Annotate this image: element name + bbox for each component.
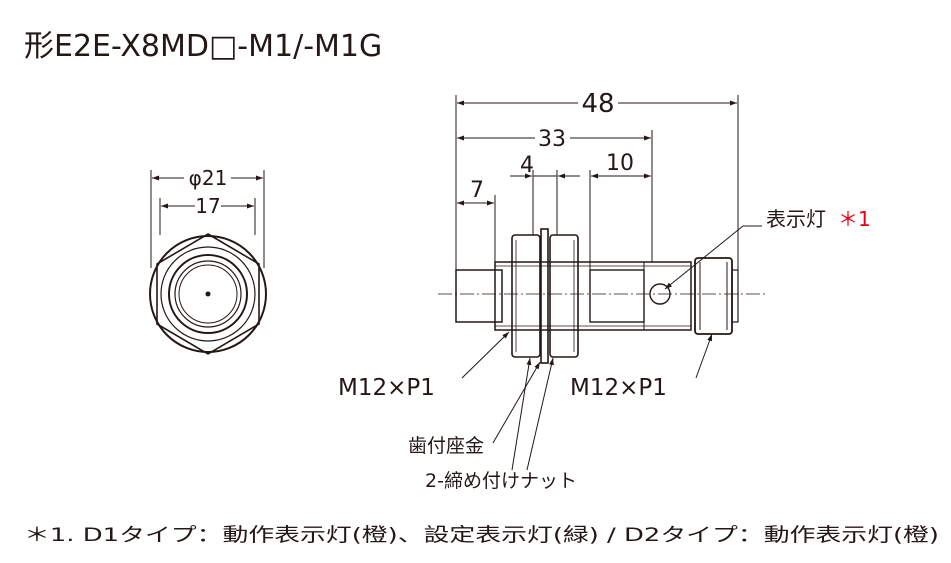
nut-right <box>549 234 579 358</box>
dim-4-label: 4 <box>520 153 534 178</box>
side-view: 48 33 4 10 7 表示灯 ＊1 M12×P1 M12×P1 歯付座金 2… <box>338 89 871 492</box>
nuts-label: 2-締め付けナット <box>425 470 577 492</box>
dim-33-label: 33 <box>538 127 566 152</box>
drawing-title: 形E2E-X8MD□-M1/-M1G <box>24 29 382 64</box>
thread-right-label: M12×P1 <box>570 375 667 401</box>
thread-left-label: M12×P1 <box>338 375 435 401</box>
footnote: ＊1. D1タイプ：動作表示灯(橙)、設定表示灯(緑) / D2タイプ：動作表示… <box>24 524 939 546</box>
washer-label: 歯付座金 <box>408 435 484 457</box>
nut-left <box>511 234 541 358</box>
dim-7-label: 7 <box>470 178 484 203</box>
dim-phi21-label: φ21 <box>189 166 228 190</box>
toothed-washer <box>540 228 549 364</box>
dim-17-label: 17 <box>195 194 220 218</box>
dim-48-label: 48 <box>581 89 614 119</box>
dim-10-label: 10 <box>606 151 634 176</box>
indicator-note-mark: ＊1 <box>838 207 871 231</box>
front-view: φ21 17 <box>149 166 267 355</box>
indicator-lamp <box>649 283 671 305</box>
indicator-label: 表示灯 <box>766 207 826 231</box>
